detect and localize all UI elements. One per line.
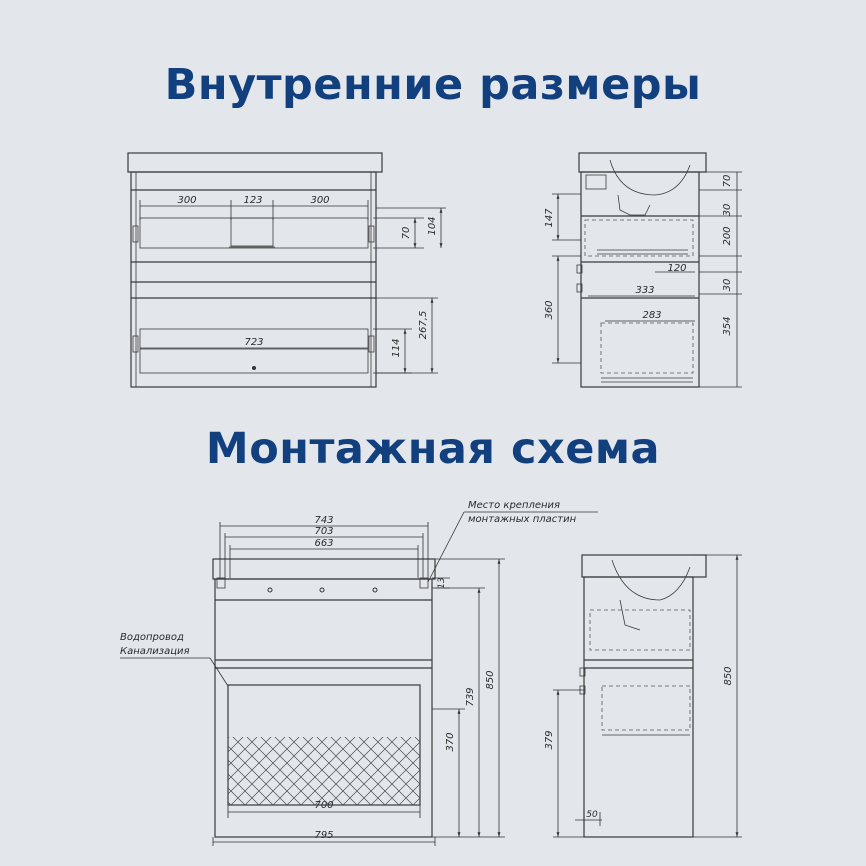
internal-side-view: 70 30 200 30 354 147 360 120 333 283 [544,152,742,388]
dim-label: 703 [314,526,333,537]
dim-label: 30 [722,279,733,292]
label-mounting-plates: монтажных пластин [468,514,577,525]
mounting-side-view: 850 379 50 [544,554,742,838]
dim-label: 354 [722,316,733,335]
dim-label: 283 [642,310,661,321]
mounting-front-view: 743 703 663 Место крепления монтажных пл… [120,500,598,846]
dim-label: 13 [437,577,447,589]
dim-label: 300 [310,195,329,206]
dim-label: 123 [243,195,262,206]
dim-label: 70 [722,175,733,188]
internal-front-view: 300 123 300 70 104 114 267,5 723 [127,152,446,388]
section-title-internal-dimensions: Внутренние размеры [164,60,702,110]
dim-label: 114 [391,338,402,357]
dim-label: 104 [427,216,438,235]
label-mounting-plates: Место крепления [468,500,560,511]
dim-label: 850 [723,666,734,685]
dim-label: 30 [722,204,733,217]
label-pipes: Канализация [120,646,190,657]
dim-label: 663 [314,538,333,549]
dim-label: 200 [722,226,733,245]
dim-label: 850 [485,670,496,689]
dim-label: 50 [586,810,598,820]
dim-label: 147 [544,208,555,228]
section-title-mounting-scheme: Монтажная схема [205,424,661,474]
dim-label: 379 [544,730,555,749]
dim-label: 120 [667,263,686,274]
dim-label: 360 [544,300,555,319]
dim-label: 743 [314,515,333,526]
label-pipes: Водопровод [120,632,184,643]
dim-label: 333 [635,285,654,296]
dim-label: 700 [314,800,333,811]
dim-label: 739 [465,687,476,706]
dim-label: 723 [244,337,263,348]
dim-label: 267,5 [418,311,429,340]
dim-label: 370 [445,732,456,751]
dim-label: 795 [314,830,333,841]
dim-label: 300 [177,195,196,206]
dim-label: 70 [401,227,412,240]
